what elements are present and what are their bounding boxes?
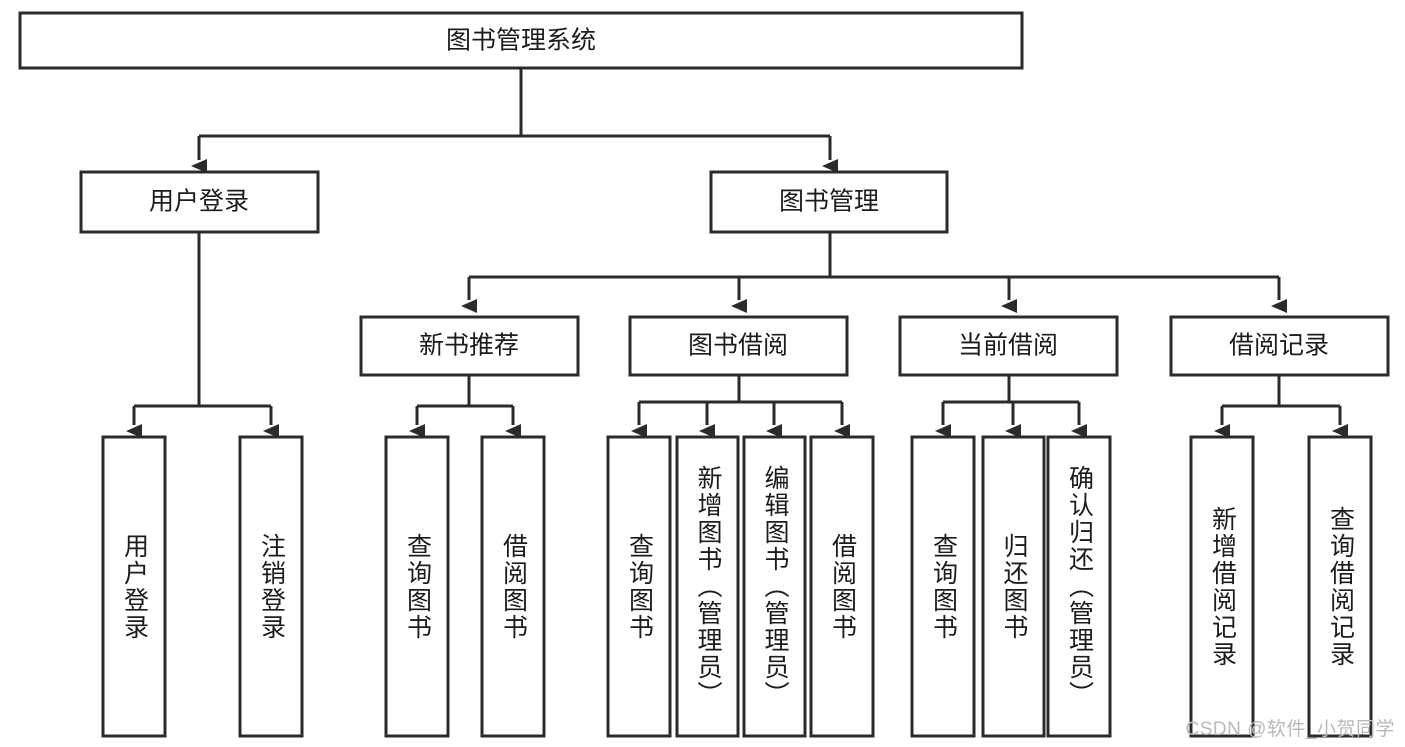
node-root-label: 图书管理系统 <box>446 27 596 55</box>
node-new-book-recommend-box[interactable] <box>359 315 580 377</box>
node-book-borrow-label: 图书借阅 <box>688 332 788 360</box>
csdn-watermark: CSDN @软件_小贺同学 <box>1185 719 1395 740</box>
node-user-login-label: 用户登录 <box>149 188 249 216</box>
leaf-box-user-login-1[interactable] <box>101 435 167 738</box>
node-current-borrow-box[interactable] <box>898 315 1119 377</box>
leaf-box-borrow-4[interactable] <box>809 435 875 738</box>
node-user-login-box[interactable] <box>79 170 320 234</box>
label-layer: 图书管理系统 用户登录 图书管理 新书推荐 图书借阅 当前借阅 借阅记录 <box>149 27 1329 360</box>
node-current-borrow-label: 当前借阅 <box>958 332 1058 360</box>
leaf-box-current-3[interactable] <box>1046 435 1112 738</box>
node-new-book-recommend-label: 新书推荐 <box>419 332 519 360</box>
leaf-box-current-2[interactable] <box>981 435 1046 738</box>
leaf-box-borrow-1[interactable] <box>606 435 672 738</box>
leaf-box-new-book-1[interactable] <box>384 435 450 738</box>
leaf-box-new-book-2[interactable] <box>480 435 546 738</box>
leaf-box-borrow-3[interactable] <box>742 435 807 738</box>
leaf-box-record-1[interactable] <box>1189 435 1255 738</box>
connector-layer <box>126 68 1348 438</box>
leaf-box-user-login-2[interactable] <box>238 435 304 738</box>
node-borrow-record-label: 借阅记录 <box>1229 332 1329 360</box>
node-root-box[interactable] <box>18 11 1024 70</box>
node-book-borrow-box[interactable] <box>628 315 849 377</box>
leaf-box-record-2[interactable] <box>1307 435 1373 738</box>
node-borrow-record-box[interactable] <box>1169 315 1390 377</box>
leaf-box-borrow-2[interactable] <box>675 435 740 738</box>
leaf-box-current-1[interactable] <box>910 435 976 738</box>
node-book-management-box[interactable] <box>709 170 949 234</box>
node-book-management-label: 图书管理 <box>779 188 879 216</box>
node-layer <box>18 11 1390 738</box>
